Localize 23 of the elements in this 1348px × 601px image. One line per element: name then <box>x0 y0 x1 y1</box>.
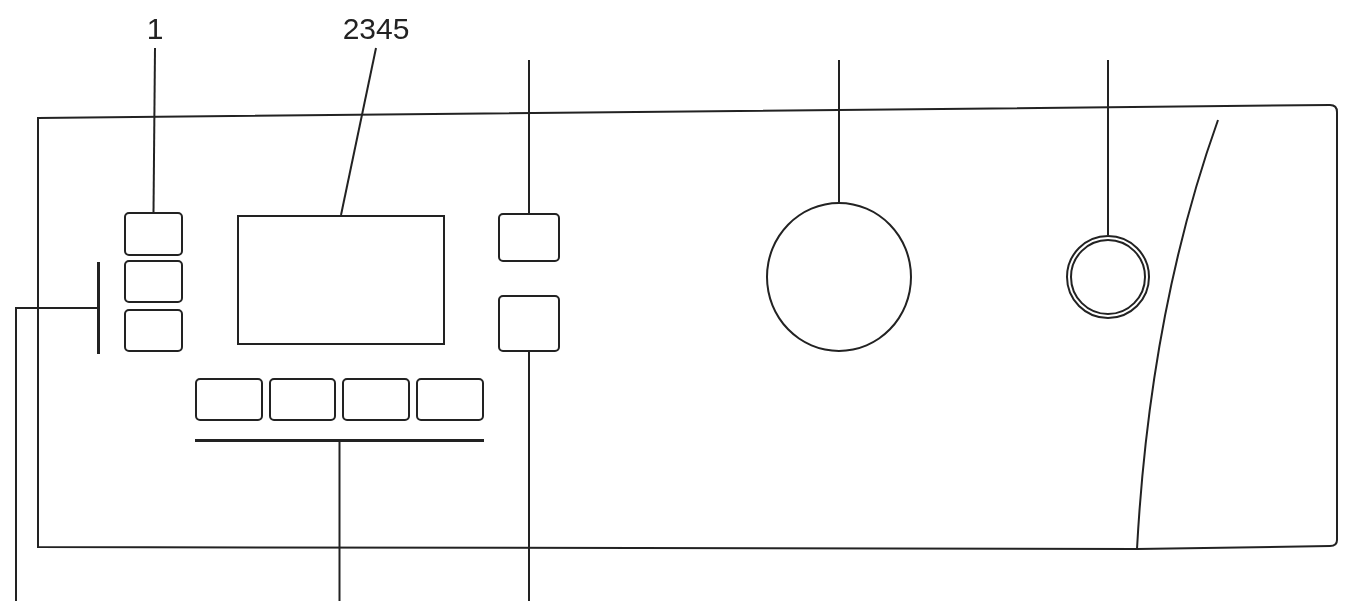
bracket-bar <box>97 262 100 354</box>
push-button <box>124 212 183 256</box>
push-button <box>342 378 410 421</box>
push-button <box>416 378 484 421</box>
leader-line <box>152 47 156 213</box>
leader-line <box>15 307 98 601</box>
leader-line <box>528 59 530 214</box>
leader-line <box>528 351 530 601</box>
push-button <box>498 213 560 262</box>
push-button <box>124 260 183 303</box>
bracket-bar <box>195 439 484 442</box>
callout-number: 2345 <box>326 12 426 48</box>
push-button <box>124 309 183 352</box>
display-screen <box>237 215 445 345</box>
push-button <box>195 378 263 421</box>
leader-line <box>1107 59 1109 236</box>
push-button <box>269 378 336 421</box>
leader-line <box>340 47 377 216</box>
push-button <box>498 295 560 352</box>
leader-line <box>838 59 840 203</box>
callout-number: 1 <box>140 12 170 48</box>
rotary-knob <box>766 202 912 352</box>
round-button <box>1066 235 1150 319</box>
